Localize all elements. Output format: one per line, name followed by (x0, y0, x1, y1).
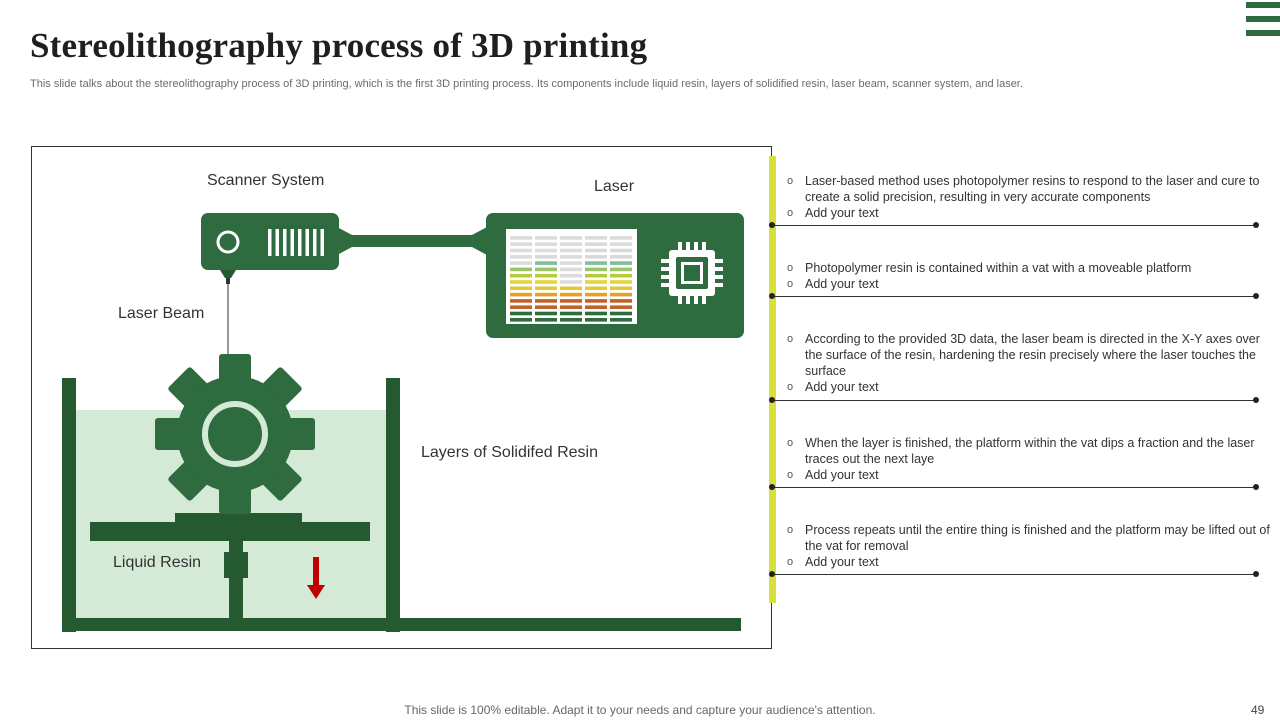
step-3: o According to the provided 3D data, the … (760, 331, 1280, 395)
timeline-dot (769, 293, 775, 299)
down-arrow-icon (307, 557, 325, 599)
liquid-resin-label: Liquid Resin (113, 554, 202, 571)
scanner-system-label: Scanner System (207, 172, 325, 189)
step-divider (772, 400, 1256, 401)
step-add-text: Add your text (805, 206, 879, 220)
gear-icon (155, 354, 315, 514)
bullet-icon: o (787, 333, 794, 345)
step-text: According to the provided 3D data, the l… (805, 332, 1260, 378)
scanner-icon (201, 213, 339, 284)
lens-icon (216, 230, 240, 254)
step-text: Laser-based method uses photopolymer res… (805, 174, 1260, 204)
timeline-bar (769, 156, 776, 603)
step-add-text: Add your text (805, 380, 879, 394)
laser-beam-label: Laser Beam (118, 305, 205, 322)
bullet-icon: o (787, 556, 794, 568)
connector-cable (337, 227, 487, 255)
menu-lines-decoration (1246, 2, 1280, 40)
timeline-dot (1253, 293, 1259, 299)
laser-machine-icon (486, 213, 744, 338)
step-divider (772, 487, 1256, 488)
step-1: o Laser-based method uses photopolymer re… (760, 173, 1280, 221)
slide-subtitle: This slide talks about the stereolithogr… (30, 78, 1023, 90)
bullet-icon: o (787, 262, 794, 274)
timeline-dot (1253, 397, 1259, 403)
page-number: 49 (1251, 703, 1265, 717)
step-add-text: Add your text (805, 468, 879, 482)
timeline-dot (1253, 484, 1259, 490)
step-divider (772, 225, 1256, 226)
timeline-dot (1253, 571, 1259, 577)
step-text: Photopolymer resin is contained within a… (805, 261, 1192, 275)
equalizer-display-icon (506, 229, 637, 324)
step-add-text: Add your text (805, 555, 879, 569)
laser-label: Laser (594, 178, 635, 195)
step-5: o Process repeats until the entire thing … (760, 522, 1280, 570)
bullet-icon: o (787, 524, 794, 536)
layers-label: Layers of Solidifed Resin (421, 444, 598, 461)
footer-note: This slide is 100% editable. Adapt it to… (404, 703, 876, 717)
step-divider (772, 574, 1256, 575)
chip-icon (661, 242, 723, 304)
timeline-dot (769, 484, 775, 490)
timeline-dot (769, 571, 775, 577)
bullet-icon: o (787, 278, 794, 290)
bullet-icon: o (787, 437, 794, 449)
platform-icon (90, 513, 370, 621)
step-text: When the layer is finished, the platform… (805, 436, 1255, 466)
timeline-dot (1253, 222, 1259, 228)
step-2: o Photopolymer resin is contained within … (760, 260, 1280, 292)
steps-list: o Laser-based method uses photopolymer re… (760, 150, 1280, 610)
diagram-frame: Scanner System Laser Laser Beam Layers o… (31, 146, 772, 649)
step-4: o When the layer is finished, the platfor… (760, 435, 1280, 483)
vat-icon (62, 378, 741, 632)
timeline-dot (769, 222, 775, 228)
vent-icon (268, 229, 324, 256)
sla-diagram (62, 213, 744, 632)
step-add-text: Add your text (805, 277, 879, 291)
bullet-icon: o (787, 175, 794, 187)
slide-title: Stereolithography process of 3D printing (30, 26, 648, 65)
bullet-icon: o (787, 381, 794, 393)
bullet-icon: o (787, 207, 794, 219)
step-divider (772, 296, 1256, 297)
bullet-icon: o (787, 469, 794, 481)
step-text: Process repeats until the entire thing i… (805, 523, 1270, 553)
timeline-dot (769, 397, 775, 403)
